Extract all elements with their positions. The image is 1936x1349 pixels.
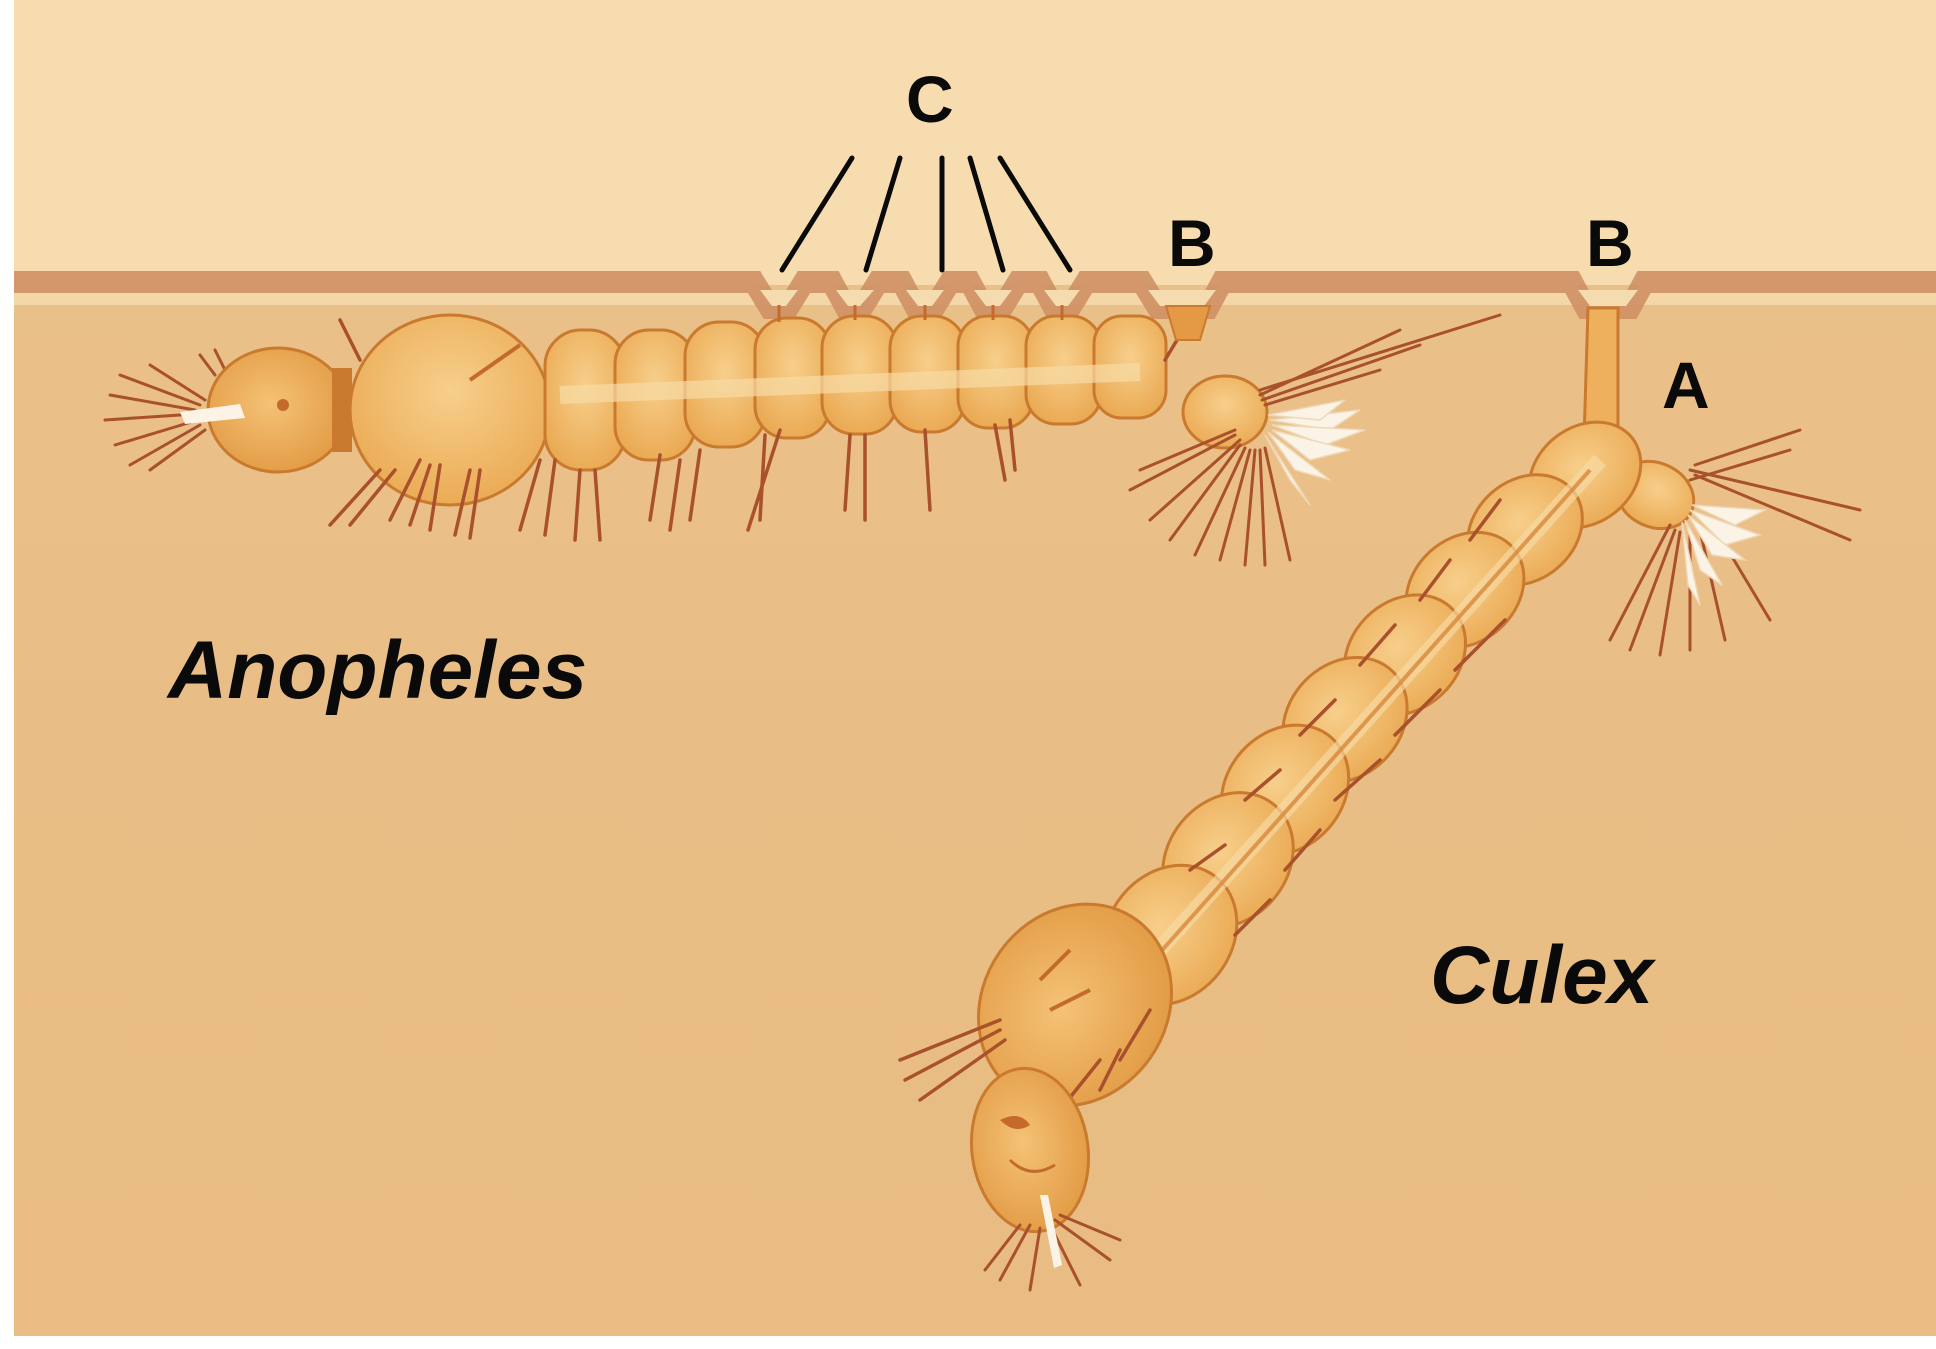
label-c: C <box>906 66 954 132</box>
air-region <box>0 0 1936 285</box>
label-b-anopheles: B <box>1168 210 1216 276</box>
image-frame-bottom <box>0 1336 1936 1349</box>
label-culex: Culex <box>1430 935 1653 1017</box>
anopheles-terminal-segment <box>1183 376 1267 448</box>
image-frame-left <box>0 0 14 1349</box>
anopheles-eye <box>277 399 289 411</box>
label-b-culex: B <box>1586 210 1634 276</box>
label-a: A <box>1662 352 1710 418</box>
anopheles-thorax <box>350 315 550 505</box>
label-anopheles: Anopheles <box>168 630 587 712</box>
